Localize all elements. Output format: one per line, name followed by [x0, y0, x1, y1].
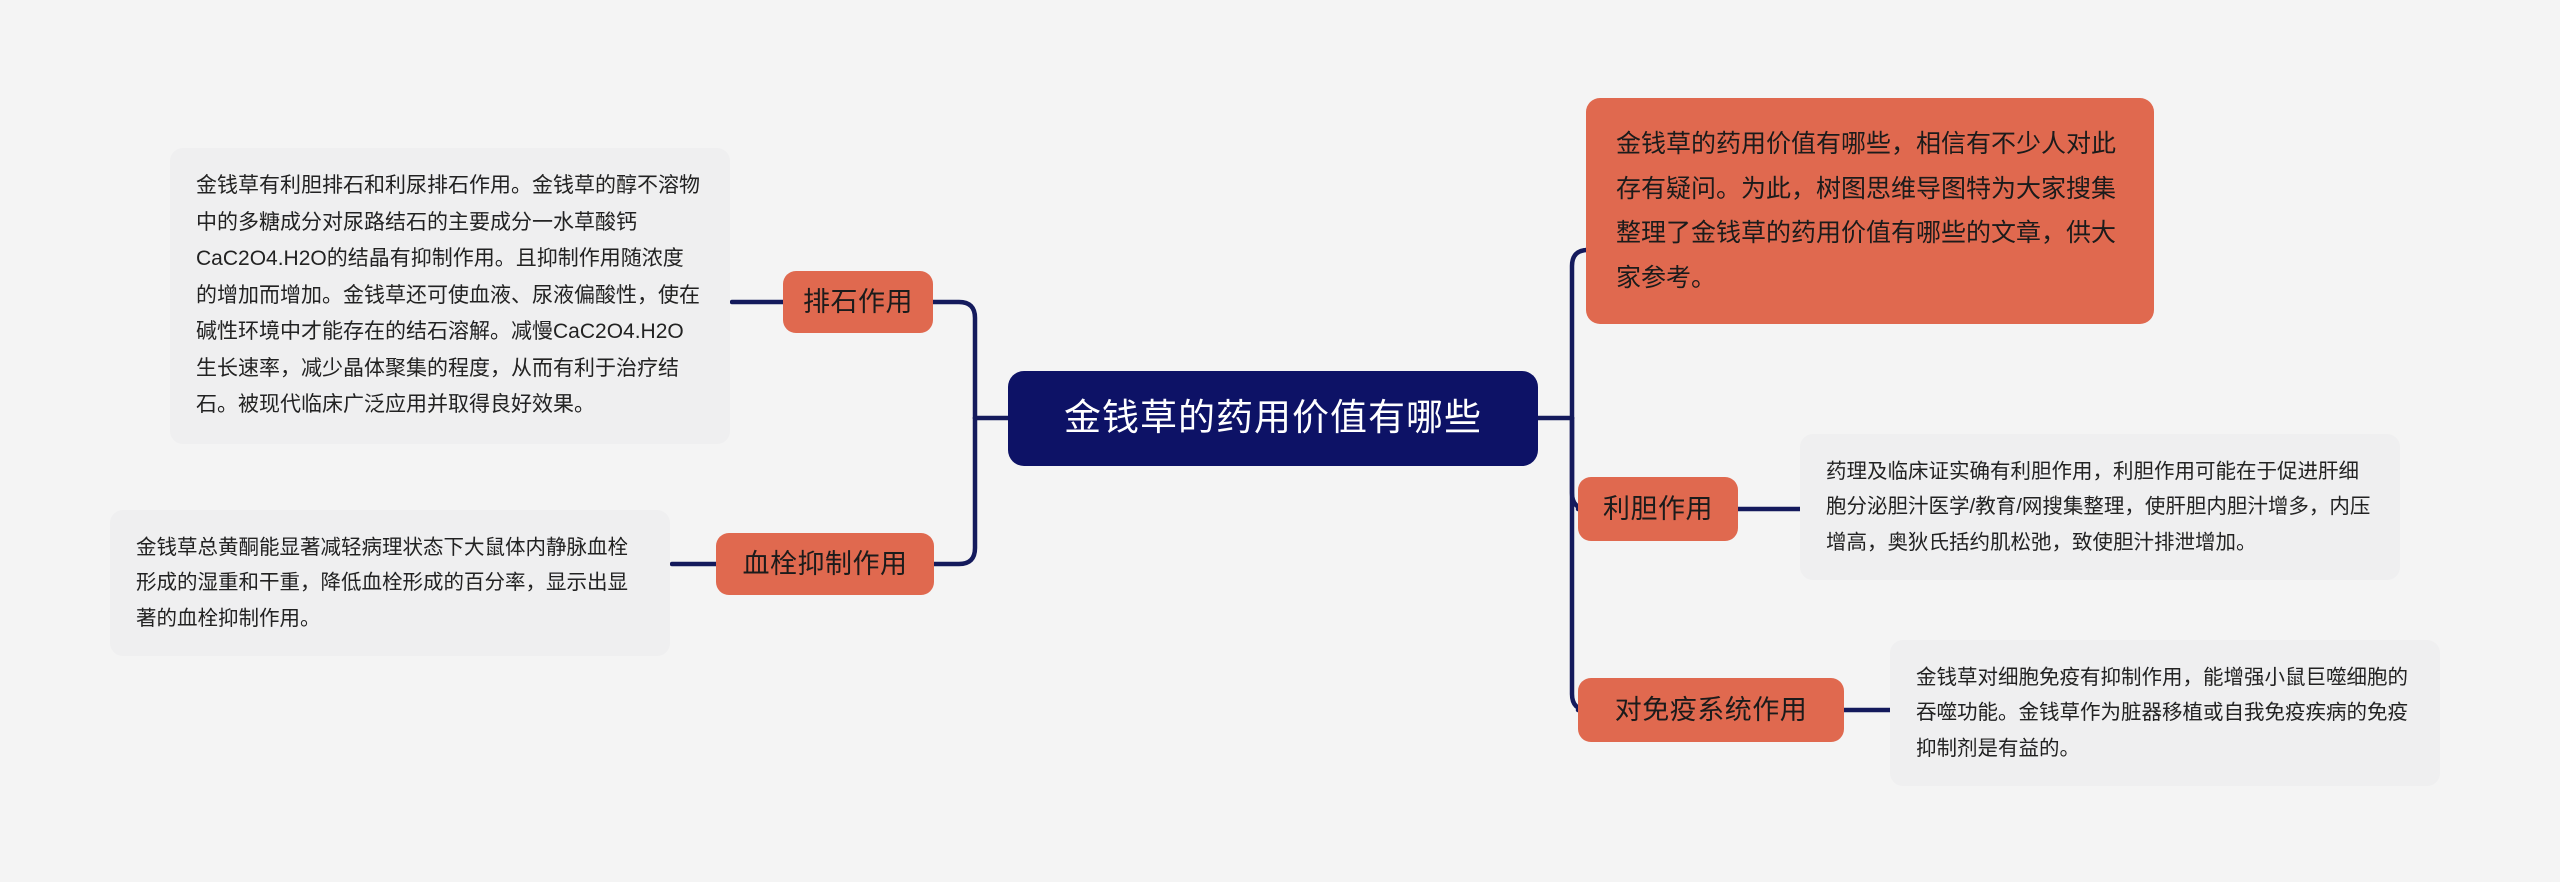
note-card-paishi: 金钱草有利胆排石和利尿排石作用。金钱草的醇不溶物中的多糖成分对尿路结石的主要成分…: [170, 148, 730, 444]
note-card-lidan: 药理及临床证实确有利胆作用，利胆作用可能在于促进肝细胞分泌胆汁医学/教育/网搜集…: [1800, 434, 2400, 580]
note-card-xueshuan: 金钱草总黄酮能显著减轻病理状态下大鼠体内静脉血栓形成的湿重和干重，降低血栓形成的…: [110, 510, 670, 656]
branch-node-mianyi[interactable]: 对免疫系统作用: [1578, 678, 1844, 742]
branch-node-xueshuan[interactable]: 血栓抑制作用: [716, 533, 934, 595]
note-card-mianyi: 金钱草对细胞免疫有抑制作用，能增强小鼠巨噬细胞的吞噬功能。金钱草作为脏器移植或自…: [1890, 640, 2440, 786]
root-node[interactable]: 金钱草的药用价值有哪些: [1008, 371, 1538, 466]
connector-right-branch-mianyi: [1569, 415, 1589, 713]
branch-node-paishi[interactable]: 排石作用: [783, 271, 933, 333]
connector-left-spine: [930, 299, 978, 421]
intro-card: 金钱草的药用价值有哪些，相信有不少人对此存有疑问。为此，树图思维导图特为大家搜集…: [1586, 98, 2154, 324]
connector-left-branch-2: [931, 415, 978, 567]
branch-node-lidan[interactable]: 利胆作用: [1578, 477, 1738, 541]
